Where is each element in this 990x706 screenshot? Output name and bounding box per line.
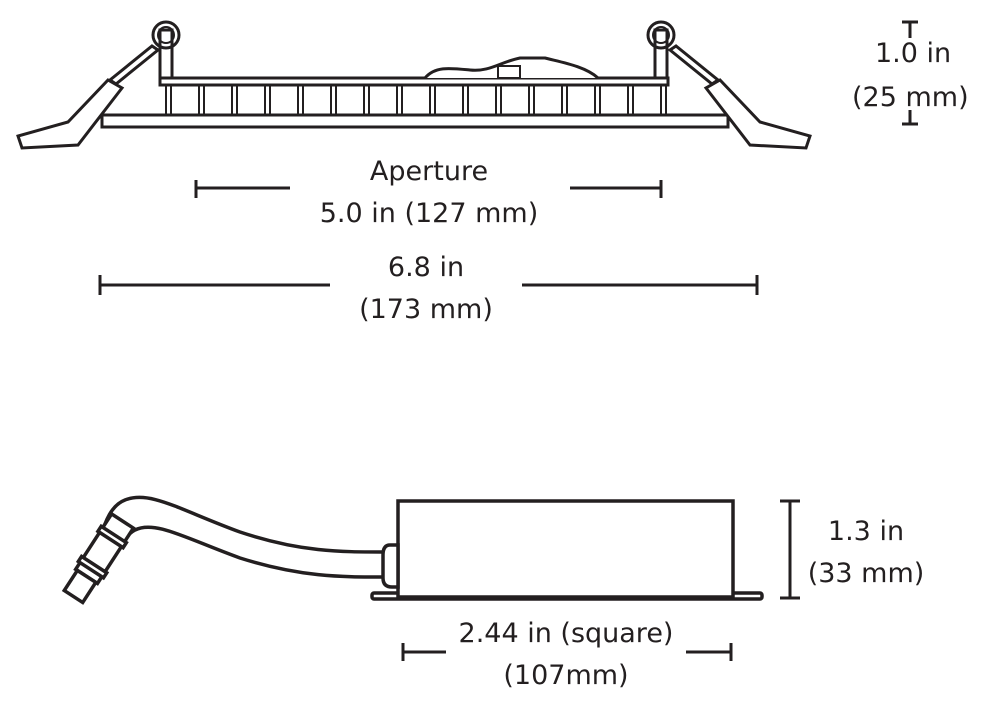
driver-height-mm: (33 mm) <box>808 558 925 589</box>
driver-cable <box>98 495 386 554</box>
driver-width-in: 2.44 in (square) <box>459 618 674 649</box>
overall-width-dimension <box>98 275 759 295</box>
aperture-value: 5.0 in (127 mm) <box>320 198 539 229</box>
right-post <box>653 28 669 80</box>
driver-height-dimension <box>780 499 800 600</box>
downlight-fixture-side-view <box>16 20 812 150</box>
left-spring-clip <box>107 44 161 86</box>
fixture-height-in: 1.0 in <box>875 38 951 69</box>
aperture-title: Aperture <box>370 156 488 187</box>
trim-ring <box>100 113 730 129</box>
cable-grommet <box>381 543 400 589</box>
housing-top-bar <box>158 76 670 87</box>
aperture-dimension <box>194 180 663 198</box>
driver-width-mm: (107mm) <box>503 660 628 691</box>
cable-connector <box>61 511 136 605</box>
left-post <box>158 28 174 80</box>
heat-fins <box>165 85 667 115</box>
driver-width-dimension <box>401 643 733 661</box>
fixture-height-dimension <box>902 20 918 126</box>
overall-width-mm: (173 mm) <box>359 294 493 325</box>
fixture-height-mm: (25 mm) <box>852 82 969 113</box>
overall-width-in: 6.8 in <box>388 252 464 283</box>
driver-box <box>396 499 735 599</box>
driver-height-in: 1.3 in <box>828 516 904 547</box>
right-spring-clip <box>667 44 721 86</box>
left-spring-coil <box>151 20 181 50</box>
driver-box-side-view <box>61 495 764 605</box>
right-spring-coil <box>646 20 676 50</box>
